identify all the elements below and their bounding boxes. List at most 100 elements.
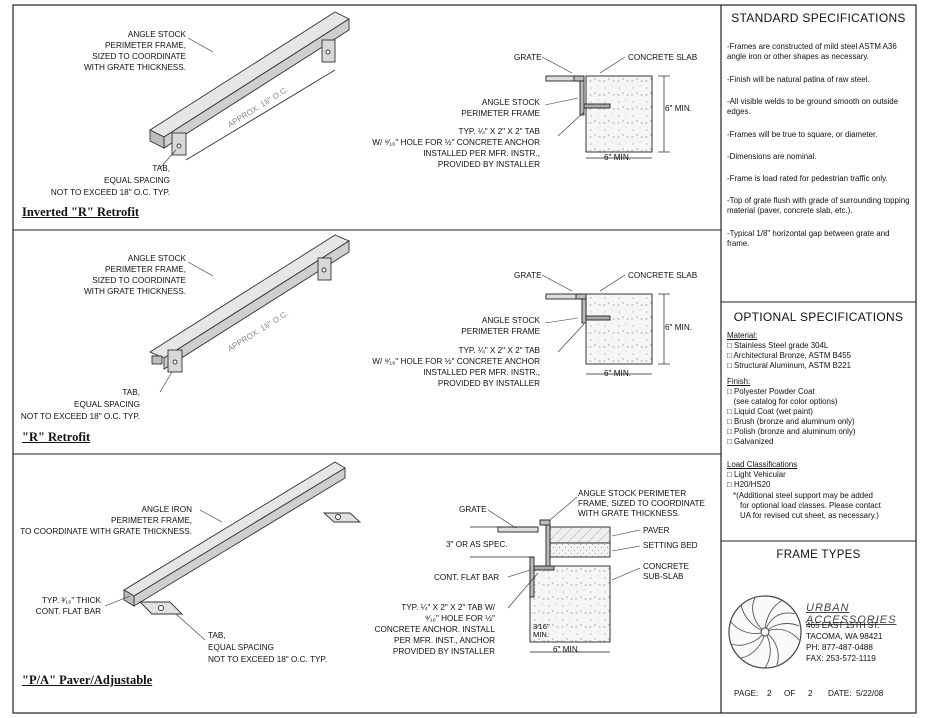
inverted-r-frame-iso (149, 11, 350, 161)
r-section (545, 293, 670, 375)
company-logo (728, 595, 802, 669)
company-address: 465 EAST 15TH ST. (806, 621, 880, 630)
s2-tab-callout-3: NOT TO EXCEED 18" O.C. TYP. (20, 412, 140, 421)
load-note-3: UA for revised cut sheet, as necessary.) (740, 511, 879, 520)
s1-frame-callout-4: WITH GRATE THICKNESS. (83, 63, 186, 72)
load-note-1: *(Additional steel support may be added (733, 491, 873, 500)
std-spec-7: -Top of grate flush with grade of surrou… (727, 196, 910, 215)
material-option-1: □ Stainless Steel grade 304L (727, 341, 829, 350)
s3-frame-callout-2: PERIMETER FRAME, (111, 516, 192, 525)
s1-frame-callout-2: PERIMETER FRAME, (105, 41, 186, 50)
material-option-3: □ Structural Aluminum, ASTM B221 (727, 361, 852, 370)
std-spec-3: -All visible welds to be ground smooth o… (727, 97, 899, 116)
s3-subslab-label-1: CONCRETE (643, 562, 689, 571)
s2-tab-detail-2: W/ ⁹⁄₁₆" HOLE FOR ½" CONCRETE ANCHOR (372, 357, 540, 366)
s1-tab-detail-2: W/ ⁹⁄₁₆" HOLE FOR ½" CONCRETE ANCHOR (372, 138, 540, 147)
page-label: PAGE: (734, 689, 759, 698)
page-count: 2 (808, 689, 813, 698)
s2-section-frame-2: PERIMETER FRAME (461, 327, 540, 336)
s2-section-frame-1: ANGLE STOCK (481, 316, 540, 325)
s3-section-frame-2: FRAME, SIZED TO COORDINATE (578, 499, 705, 508)
std-spec-5: -Dimensions are nominal. (727, 152, 817, 161)
company-phone: PH: 877-487-0488 (806, 643, 873, 652)
pa-frame-iso (123, 461, 362, 615)
s3-dim-horizontal: 6" MIN. (553, 645, 581, 654)
finish-option-3: □ Liquid Coat (wet paint) (727, 407, 813, 416)
s3-tab-callout-1: TAB, (208, 631, 226, 640)
date-label: DATE: (828, 689, 852, 698)
s3-section-frame-1: ANGLE STOCK PERIMETER (578, 489, 687, 498)
s3-section-frame-3: WITH GRATE THICKNESS. (578, 509, 681, 518)
s2-frame-callout-2: PERIMETER FRAME, (105, 265, 186, 274)
s1-dim-vertical: 6" MIN. (665, 104, 693, 113)
s2-tab-callout-1: TAB, (122, 388, 140, 397)
std-spec-4: -Frames will be true to square, or diame… (727, 130, 878, 139)
inverted-r-section (545, 75, 670, 159)
s1-tab-detail-1: TYP. ¼" X 2" X 2" TAB (458, 127, 540, 136)
s3-paver-label: PAVER (643, 526, 670, 535)
s3-setting-bed-label: SETTING BED (643, 541, 698, 550)
material-heading: Material: (727, 331, 758, 340)
s3-flatbar-callout-1: TYP. ³⁄₁₆" THICK (41, 596, 101, 605)
company-name: URBAN ACCESSORIES (806, 602, 897, 626)
std-spec-2: -Finish will be natural patina of raw st… (727, 75, 870, 84)
s3-frame-callout-3: TO COORDINATE WITH GRATE THICKNESS. (20, 527, 192, 536)
std-spec-1: -Frames are constructed of mild steel AS… (727, 42, 897, 61)
load-note-2: for optional load classes. Please contac… (740, 501, 881, 510)
s2-title: "R" Retrofit (22, 430, 91, 444)
s3-frame-callout-1: ANGLE IRON (141, 505, 192, 514)
s1-tab-callout-3: NOT TO EXCEED 18" O.C. TYP. (50, 188, 170, 197)
s3-tab-detail-1: TYP. ¼" X 2" X 2" TAB W/ (401, 603, 495, 612)
s3-dim-small-2: MIN. (533, 630, 550, 639)
s3-subslab-label-2: SUB-SLAB (643, 572, 684, 581)
s1-tab-callout-1: TAB, (152, 164, 170, 173)
s2-dim-horizontal: 6" MIN. (604, 369, 632, 378)
optional-specs-title: OPTIONAL SPECIFICATIONS (733, 310, 904, 324)
standard-specs-title: STANDARD SPECIFICATIONS (731, 11, 906, 25)
page-number: 2 (767, 689, 772, 698)
finish-option-6: □ Galvanized (727, 437, 774, 446)
frame-types-title: FRAME TYPES (776, 549, 861, 561)
s2-dim-vertical: 6" MIN. (665, 323, 693, 332)
std-spec-8: -Typical 1/8" horizontal gap between gra… (727, 229, 890, 248)
company-city: TACOMA, WA 98421 (806, 632, 883, 641)
s2-tab-callout-2: EQUAL SPACING (74, 400, 140, 409)
s1-tab-callout-2: EQUAL SPACING (104, 176, 170, 185)
s2-tab-detail-1: TYP. ¼" X 2" X 2" TAB (458, 346, 540, 355)
s1-frame-callout-3: SIZED TO COORDINATE (92, 52, 186, 61)
load-option-2: □ H20/HS20 (727, 480, 771, 489)
s1-title: Inverted "R" Retrofit (22, 205, 140, 219)
s3-tab-detail-2: ⁹⁄₁₆" HOLE FOR ½" (425, 614, 495, 623)
s1-tab-detail-3: INSTALLED PER MFR. INSTR., (423, 149, 540, 158)
s3-tab-detail-3: CONCRETE ANCHOR. INSTALL (374, 625, 495, 634)
load-heading: Load Classifications (727, 460, 798, 469)
finish-heading: Finish: (727, 377, 751, 386)
finish-option-1: □ Polyester Powder Coat (727, 387, 815, 396)
s2-frame-callout-1: ANGLE STOCK (127, 254, 186, 263)
company-fax: FAX: 253-572-1119 (806, 654, 876, 663)
pa-section (470, 519, 611, 653)
s1-section-frame-1: ANGLE STOCK (481, 98, 540, 107)
date-value: 5/22/08 (856, 689, 884, 698)
material-option-2: □ Architectural Bronze, ASTM B455 (727, 351, 852, 360)
s1-grate-label: GRATE (514, 53, 542, 62)
s3-tab-callout-3: NOT TO EXCEED 18" O.C. TYP. (208, 655, 328, 664)
s2-frame-callout-4: WITH GRATE THICKNESS. (83, 287, 186, 296)
s3-flatbar-callout-2: CONT. FLAT BAR (35, 607, 101, 616)
s3-dim-spec: 3" OR AS SPEC. (446, 540, 508, 549)
s2-grate-label: GRATE (514, 271, 542, 280)
s3-dim-small-1: 3⁄16" (533, 622, 550, 631)
finish-option-4: □ Brush (bronze and aluminum only) (727, 417, 855, 426)
s3-grate-label: GRATE (459, 505, 487, 514)
s3-tab-detail-4: PER MFR. INST., ANCHOR (394, 636, 495, 645)
finish-option-2: (see catalog for color options) (727, 397, 838, 406)
s1-section-frame-2: PERIMETER FRAME (461, 109, 540, 118)
s3-flatbar-label: CONT. FLAT BAR (434, 573, 500, 582)
s1-frame-callout-1: ANGLE STOCK (127, 30, 186, 39)
s2-tab-detail-4: PROVIDED BY INSTALLER (437, 379, 540, 388)
s2-tab-detail-3: INSTALLED PER MFR. INSTR., (423, 368, 540, 377)
s3-tab-callout-2: EQUAL SPACING (208, 643, 274, 652)
load-option-1: □ Light Vehicular (727, 470, 786, 479)
of-label: OF (784, 689, 796, 698)
